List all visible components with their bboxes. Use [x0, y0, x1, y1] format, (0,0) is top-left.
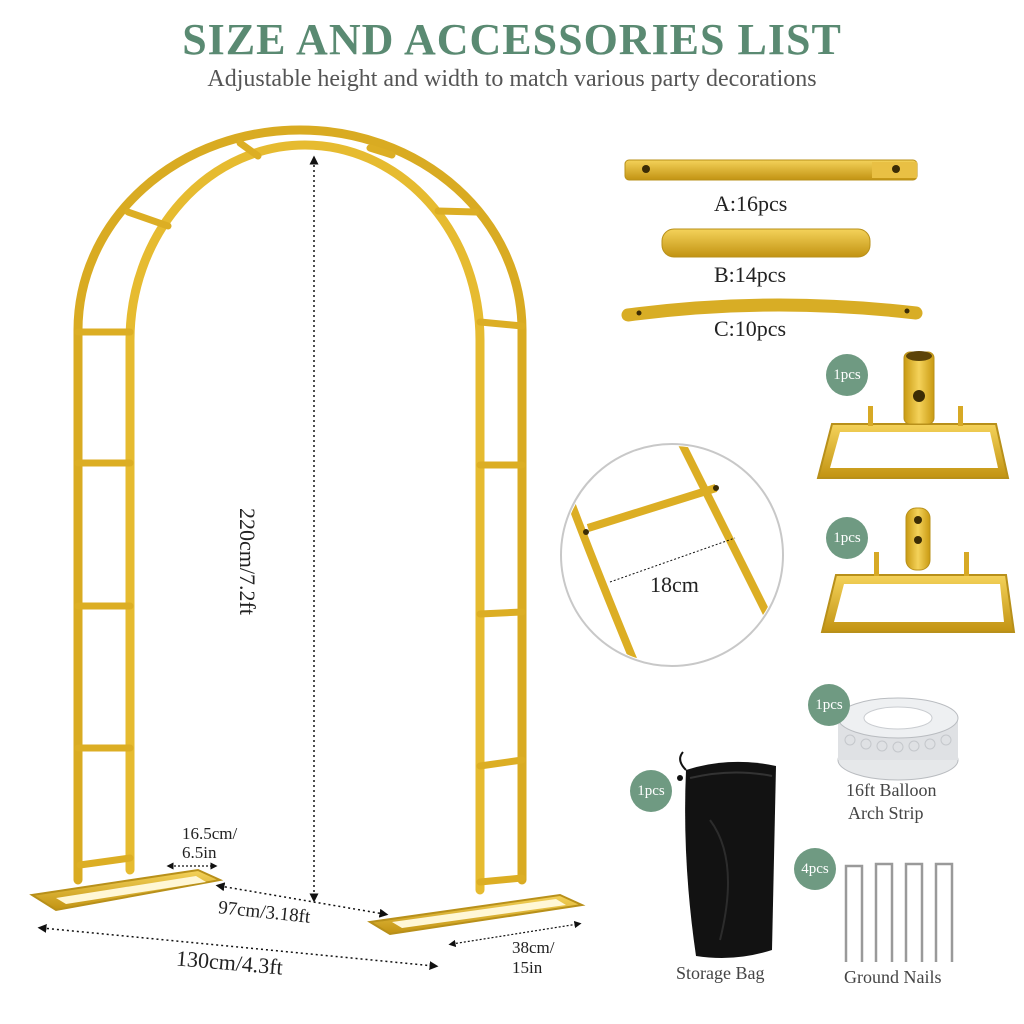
total-width-line [37, 923, 439, 971]
arch-base-right [367, 893, 586, 936]
base-depth-line [448, 921, 582, 947]
part-c-label: C:10pcs [714, 316, 787, 341]
balloon-strip-roll [837, 697, 959, 781]
part-b-label: B:14pcs [714, 262, 787, 287]
strip-label-1: 16ft Balloon [846, 780, 937, 800]
base-part-2 [820, 507, 1016, 633]
ground-nails-label: Ground Nails [844, 967, 942, 987]
arch-base-left [29, 868, 224, 912]
ground-nails [844, 862, 954, 962]
part-a-tube [624, 159, 918, 181]
rung-spacing-label: 18cm [650, 572, 699, 597]
part-c-curved-tube [621, 298, 923, 322]
strip-qty-badge: 1pcs [808, 684, 850, 726]
strip-label-2: Arch Strip [848, 803, 924, 823]
base-depth-label-2: 15in [512, 958, 543, 977]
storage-bag [677, 751, 776, 958]
rung-detail-zoom [560, 443, 784, 667]
base2-qty-badge: 1pcs [826, 517, 868, 559]
page-title: SIZE AND ACCESSORIES LIST [182, 15, 842, 64]
part-b-connector [661, 228, 871, 258]
nails-qty-badge: 4pcs [794, 848, 836, 890]
arch-frame [73, 125, 527, 895]
storage-bag-label: Storage Bag [676, 963, 765, 983]
base-part-1 [816, 351, 1010, 479]
page-subtitle: Adjustable height and width to match var… [207, 66, 817, 92]
height-label: 220cm/7.2ft [235, 508, 260, 615]
base-width-label-1: 16.5cm/ [182, 824, 238, 843]
base-depth-label-1: 38cm/ [512, 938, 555, 957]
part-a-label: A:16pcs [714, 191, 788, 216]
base-width-label-2: 6.5in [182, 843, 217, 862]
bag-qty-badge: 1pcs [630, 770, 672, 812]
base1-qty-badge: 1pcs [826, 354, 868, 396]
